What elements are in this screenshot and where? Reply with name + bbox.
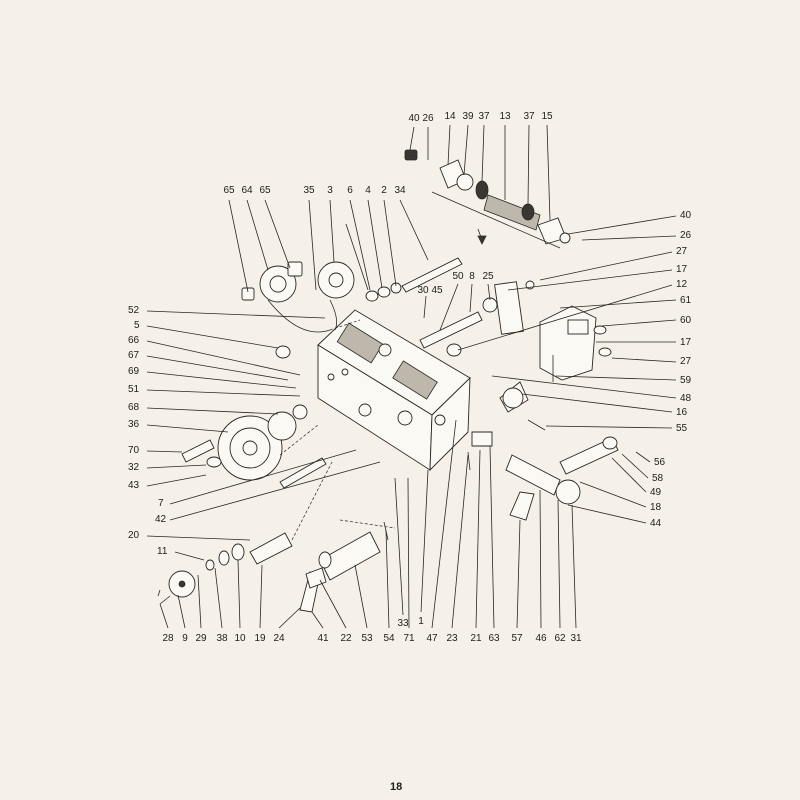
callout-18: 18: [650, 502, 662, 513]
housing-block: [317, 309, 471, 472]
callout-20: 20: [128, 530, 140, 541]
callout-25: 25: [482, 271, 494, 282]
callout-6: 6: [347, 185, 353, 196]
callout-9: 9: [182, 633, 188, 644]
callout-46: 46: [535, 633, 547, 644]
callout-53: 53: [361, 633, 373, 644]
callout-42: 42: [155, 514, 167, 525]
callout-45: 45: [431, 285, 443, 296]
leader-lines: [146, 124, 677, 629]
callout-52: 52: [128, 305, 140, 316]
callout-62: 62: [554, 633, 566, 644]
callout-37b: 37: [523, 111, 535, 122]
callout-36: 36: [128, 419, 140, 430]
callout-40: 40: [408, 113, 420, 124]
callout-49: 49: [650, 487, 662, 498]
callout-51: 51: [128, 384, 140, 395]
callout-16: 16: [676, 407, 688, 418]
callout-13: 13: [499, 111, 511, 122]
callout-61: 61: [680, 295, 692, 306]
callout-44: 44: [650, 518, 662, 529]
callout-29: 29: [195, 633, 207, 644]
callout-28: 28: [162, 633, 174, 644]
callout-12: 12: [676, 279, 688, 290]
callout-24: 24: [273, 633, 285, 644]
callout-4: 4: [365, 185, 371, 196]
callout-69: 69: [128, 366, 140, 377]
callout-34: 34: [394, 185, 406, 196]
callout-19: 19: [254, 633, 266, 644]
callout-33: 33: [397, 618, 409, 629]
callout-67: 67: [128, 350, 140, 361]
page-number: 18: [390, 781, 403, 793]
callout-17b: 17: [680, 337, 692, 348]
gear-train: [241, 257, 498, 357]
callout-10: 10: [234, 633, 246, 644]
callout-71: 71: [403, 633, 415, 644]
callout-11: 11: [157, 546, 168, 557]
callout-39: 39: [462, 111, 474, 122]
callout-60: 60: [680, 315, 692, 326]
callout-40-right: 40: [680, 210, 692, 221]
callout-56: 56: [654, 457, 666, 468]
callout-22: 22: [340, 633, 352, 644]
callout-27b: 27: [680, 356, 692, 367]
callout-63: 63: [488, 633, 500, 644]
callout-54: 54: [383, 633, 395, 644]
right-parts-group: [467, 280, 619, 521]
callout-47: 47: [426, 633, 438, 644]
callout-37: 37: [478, 111, 490, 122]
callout-31: 31: [570, 633, 582, 644]
callout-3: 3: [327, 185, 333, 196]
callout-26-right: 26: [680, 230, 692, 241]
callout-58: 58: [652, 473, 664, 484]
callout-66: 66: [128, 335, 140, 346]
lever-group: [299, 519, 396, 613]
top-shaft-assembly: [404, 149, 571, 249]
callout-32: 32: [128, 462, 140, 473]
callout-55: 55: [676, 423, 688, 434]
lower-shaft-group: [157, 461, 333, 605]
callout-35: 35: [303, 185, 315, 196]
callout-30: 30: [417, 285, 429, 296]
callout-38: 38: [216, 633, 228, 644]
callout-41: 41: [317, 633, 329, 644]
callout-70: 70: [128, 445, 140, 456]
callout-43: 43: [128, 480, 140, 491]
callout-5: 5: [134, 320, 140, 331]
callout-68: 68: [128, 402, 140, 413]
callout-2: 2: [381, 185, 387, 196]
callout-65b: 65: [259, 185, 271, 196]
callout-23: 23: [446, 633, 458, 644]
callout-59: 59: [680, 375, 692, 386]
callout-50: 50: [452, 271, 464, 282]
callout-14: 14: [444, 111, 456, 122]
callout-15: 15: [541, 111, 553, 122]
callout-21: 21: [470, 633, 482, 644]
callout-64: 64: [241, 185, 253, 196]
callout-48: 48: [680, 393, 692, 404]
callout-65: 65: [223, 185, 235, 196]
handwheel-group: [181, 345, 327, 489]
callout-17: 17: [676, 264, 688, 275]
callout-27: 27: [676, 246, 688, 257]
callout-1: 1: [418, 616, 424, 627]
callout-57: 57: [511, 633, 523, 644]
callout-8: 8: [469, 271, 475, 282]
callout-7: 7: [158, 498, 164, 509]
callout-26: 26: [422, 113, 434, 124]
